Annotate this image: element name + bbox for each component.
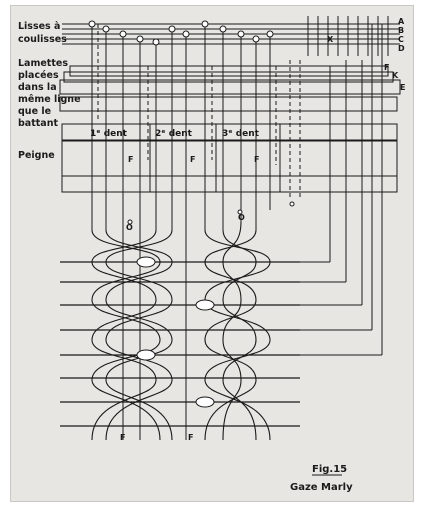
label-lisses-2: coulisses [18, 34, 67, 45]
dent-label-2: 2ᵉ dent [155, 129, 193, 139]
label-lamettes-3: dans la [18, 82, 57, 93]
straight-warps [122, 215, 187, 440]
heddle-lines [62, 23, 400, 45]
letter-e: E [400, 83, 405, 92]
label-lamettes-2: placées [18, 70, 59, 81]
figure-title: Gaze Marly [290, 482, 353, 493]
loop-marks [127, 201, 295, 408]
letter-f-bot-1: F [120, 433, 125, 442]
letter-k: K [392, 71, 399, 80]
letter-d: D [398, 44, 405, 53]
label-peigne: Peigne [18, 150, 55, 161]
letter-b: B [398, 26, 404, 35]
letter-f-bot-2: F [188, 433, 193, 442]
crossing-warps [91, 221, 271, 441]
letter-o-1: O [126, 223, 133, 232]
label-lisses-1: Lisses à [18, 21, 60, 32]
label-lamettes-1: Lamettes [18, 58, 68, 69]
pattern-grid [307, 16, 389, 56]
figure-number: Fig.15 [312, 464, 347, 475]
warp-threads-upper [91, 27, 271, 230]
letter-x: X [327, 35, 334, 44]
letter-a: A [398, 17, 405, 26]
letter-c: C [398, 35, 404, 44]
reed [61, 123, 398, 193]
lamette-frames [59, 65, 401, 112]
letter-o-2: O [238, 213, 245, 222]
label-lamettes-4: même ligne [18, 94, 81, 105]
letter-f-dent1: F [128, 155, 133, 164]
label-lamettes-5: que le [18, 106, 51, 117]
dent-label-1: 1ᵉ dent [90, 129, 128, 139]
doup-wires [97, 24, 301, 200]
letter-f-top: F [384, 63, 389, 72]
weft-lines [60, 261, 300, 427]
letter-f-dent2: F [190, 155, 195, 164]
letter-f-dent3: F [254, 155, 259, 164]
dent-label-3: 3ᵉ dent [222, 129, 260, 139]
heddle-eyes [88, 20, 274, 46]
label-lamettes-6: battant [18, 118, 58, 129]
